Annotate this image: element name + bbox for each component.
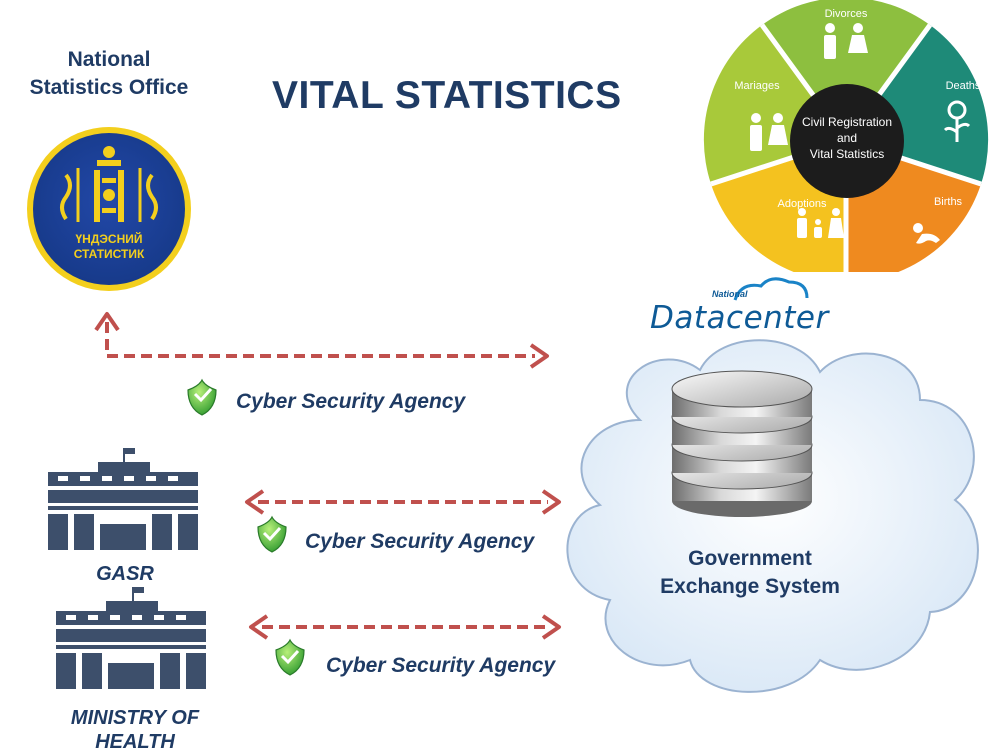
arrowhead-gasr-left	[245, 489, 265, 515]
datacenter-logo-main: Datacenter	[650, 300, 831, 336]
datacenter-logo: National Datacenter	[650, 277, 831, 336]
segment-label-mariages: Mariages	[734, 80, 780, 92]
database-icon	[671, 370, 813, 517]
exchange-system-label: Government Exchange System	[660, 547, 840, 599]
arrowhead-gasr-right	[541, 489, 561, 515]
wheel-center-line3: Vital Statistics	[810, 147, 884, 161]
page-title: VITAL STATISTICS	[272, 74, 622, 117]
building-icon	[56, 587, 206, 689]
wheel-center-line1: Civil Registration	[802, 115, 892, 129]
nso-logo-text-2: СТАТИСТИК	[74, 247, 145, 261]
nso-logo-text-1: ҮНДЭСНИЙ	[75, 231, 142, 246]
arrowhead-moh-right	[541, 614, 561, 640]
shield-icon	[187, 378, 217, 416]
building-icon	[48, 448, 198, 550]
segment-label-divorces: Divorces	[825, 8, 868, 20]
datacenter-logo-small: National	[712, 289, 748, 299]
shield-icon	[275, 638, 305, 676]
arrowhead-nso-right	[529, 343, 549, 369]
crvs-wheel: Divorces Deaths Births Adoptions Mariage…	[703, 0, 989, 272]
agency-label: Cyber Security Agency	[326, 654, 556, 677]
shield-icon	[257, 515, 287, 553]
exchange-cloud	[566, 339, 979, 693]
arrowhead-nso-up	[94, 312, 120, 332]
segment-label-deaths: Deaths	[946, 80, 981, 92]
building-label-gasr: GASR	[96, 563, 154, 585]
arrows	[105, 322, 548, 629]
wheel-center-line2: and	[837, 131, 857, 145]
building-label-moh: MINISTRY OF HEALTH	[70, 707, 200, 753]
arrow-nso	[105, 322, 535, 358]
nso-logo: ҮНДЭСНИЙ СТАТИСТИК	[27, 127, 191, 291]
agency-label: Cyber Security Agency	[236, 390, 466, 413]
arrowhead-moh-left	[249, 614, 269, 640]
org-title: National Statistics Office	[29, 48, 189, 99]
segment-label-births: Births	[934, 196, 963, 208]
segment-label-adoptions: Adoptions	[778, 198, 827, 210]
segment-divorces	[762, 0, 930, 140]
agency-label: Cyber Security Agency	[305, 530, 535, 553]
